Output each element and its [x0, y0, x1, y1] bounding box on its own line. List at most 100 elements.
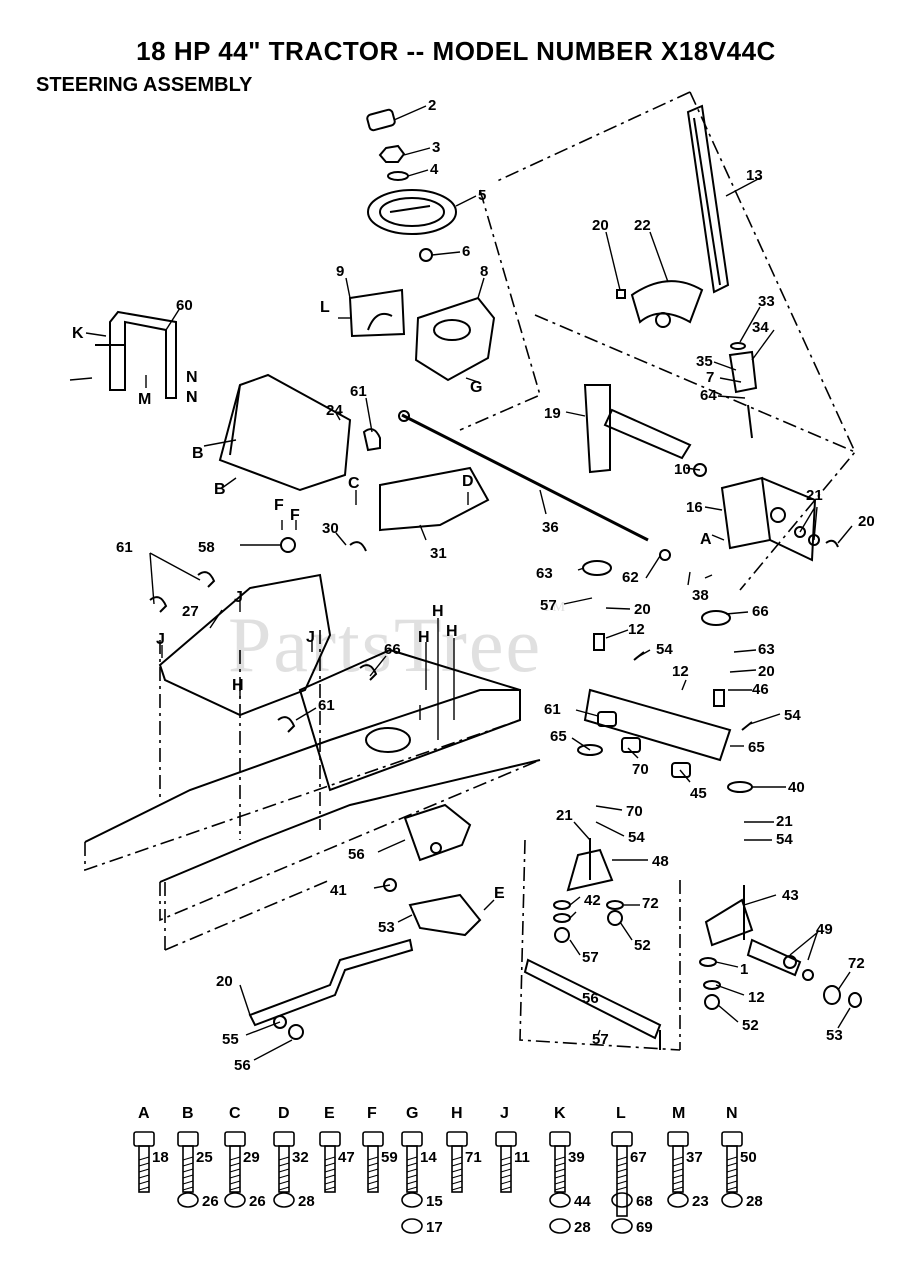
bolt-thread-line [367, 1174, 379, 1179]
clip-61 [149, 428, 381, 733]
part-callout-40: 40 [788, 779, 805, 796]
steering-sector-gear [616, 280, 704, 328]
letter-callout-f: F [274, 497, 284, 514]
bolt-thread-line [672, 1162, 684, 1167]
hardware-part-number: 32 [292, 1149, 309, 1166]
bolt-thread-line [554, 1162, 566, 1167]
part-callout-57: 57 [592, 1031, 609, 1048]
drag-link [398, 410, 671, 561]
bolt-thread-line [672, 1174, 684, 1179]
hardware-letter: C [229, 1105, 241, 1122]
bolt-thread-line [367, 1180, 379, 1185]
part-callout-9: 9 [336, 263, 344, 280]
bolt-thread-line [726, 1168, 738, 1173]
part-callout-38: 38 [692, 587, 709, 604]
part-callout-66: 66 [752, 603, 769, 620]
part-callout-57: 57 [582, 949, 599, 966]
part-callout-20: 20 [758, 663, 775, 680]
bolt-thread-line [138, 1180, 150, 1185]
hardware-letter: G [406, 1105, 418, 1122]
part-callout-54: 54 [656, 641, 673, 658]
bolt-thread-line [324, 1168, 336, 1173]
letter-callout-j: J [156, 631, 165, 648]
hardware-extra-number: 15 [426, 1193, 443, 1210]
hardware-letter: N [726, 1105, 738, 1122]
bolt-thread-line [367, 1168, 379, 1173]
hardware-legend: A18B2526C2926D3228E47F59G141517H71J11K39… [133, 1105, 763, 1236]
part-callout-54: 54 [628, 829, 645, 846]
part-callout-7: 7 [706, 369, 714, 386]
bolt-thread-line [278, 1174, 290, 1179]
bolt-thread-line [406, 1168, 418, 1173]
bolt-thread-line [367, 1186, 379, 1191]
letter-callout-e: E [494, 885, 505, 902]
part-callout-2: 2 [428, 97, 436, 114]
letter-callout-a: A [700, 531, 712, 548]
hardware-extra-number: 44 [574, 1193, 591, 1210]
bolt-thread-line [278, 1162, 290, 1167]
hardware-part-number: 47 [338, 1149, 355, 1166]
part-callout-57: 57 [540, 597, 557, 614]
nut-icon [611, 1218, 633, 1234]
part-callout-62: 62 [622, 569, 639, 586]
hardware-item-f: F59 [362, 1105, 398, 1193]
part-callout-61: 61 [318, 697, 335, 714]
bolt-thread-line [554, 1186, 566, 1191]
hardware-letter: B [182, 1105, 194, 1122]
hardware-part-number: 14 [420, 1149, 437, 1166]
bolt-thread-line [672, 1168, 684, 1173]
letter-callout-h: H [232, 677, 244, 694]
steering-shaft [686, 104, 730, 294]
mount-bracket-60 [95, 310, 177, 399]
bolt-thread-line [616, 1180, 628, 1185]
nut-icon [273, 1192, 295, 1208]
support-bracket [720, 476, 839, 562]
bolt-thread-line [726, 1156, 738, 1161]
tractor-frame [84, 648, 541, 883]
hardware-letter: K [554, 1105, 566, 1122]
bolt-thread-line [229, 1168, 241, 1173]
cable-bracket-31 [349, 466, 490, 552]
bolt-thread-line [324, 1186, 336, 1191]
bolt-thread-line [554, 1168, 566, 1173]
part-callout-6: 6 [462, 243, 470, 260]
bolt-thread-line [500, 1162, 512, 1167]
letter-callout-j: J [306, 629, 315, 646]
part-callout-35: 35 [696, 353, 713, 370]
part-callout-21: 21 [556, 807, 573, 824]
part-callout-53: 53 [826, 1027, 843, 1044]
letter-callout-b: B [192, 445, 204, 462]
letter-callout-h: H [446, 623, 458, 640]
hardware-letter: A [138, 1105, 150, 1122]
letter-callout-n: N [186, 389, 198, 406]
pinion-bracket [728, 342, 758, 439]
part-callout-24: 24 [326, 402, 343, 419]
bolt-thread-line [672, 1156, 684, 1161]
part-callout-52: 52 [742, 1017, 759, 1034]
letter-callout-k: K [72, 325, 84, 342]
part-callout-52: 52 [634, 937, 651, 954]
part-callout-48: 48 [652, 853, 669, 870]
bolt-thread-line [500, 1168, 512, 1173]
part-callout-72: 72 [848, 955, 865, 972]
hardware-extra-number: 26 [202, 1193, 219, 1210]
part-callout-56: 56 [234, 1057, 251, 1074]
part-callout-1: 1 [740, 961, 748, 978]
hardware-extra-number: 17 [426, 1219, 443, 1236]
part-callout-64: 64 [700, 387, 717, 404]
bolt-head-icon [401, 1131, 423, 1147]
part-callout-65: 65 [550, 728, 567, 745]
nut-icon [549, 1218, 571, 1234]
part-callout-30: 30 [322, 520, 339, 537]
bolt-thread-line [451, 1168, 463, 1173]
bolt-thread-line [138, 1174, 150, 1179]
bolt-thread-line [229, 1162, 241, 1167]
hardware-item-j: J11 [495, 1105, 530, 1193]
bolt-head-icon [224, 1131, 246, 1147]
hardware-letter: H [451, 1105, 463, 1122]
